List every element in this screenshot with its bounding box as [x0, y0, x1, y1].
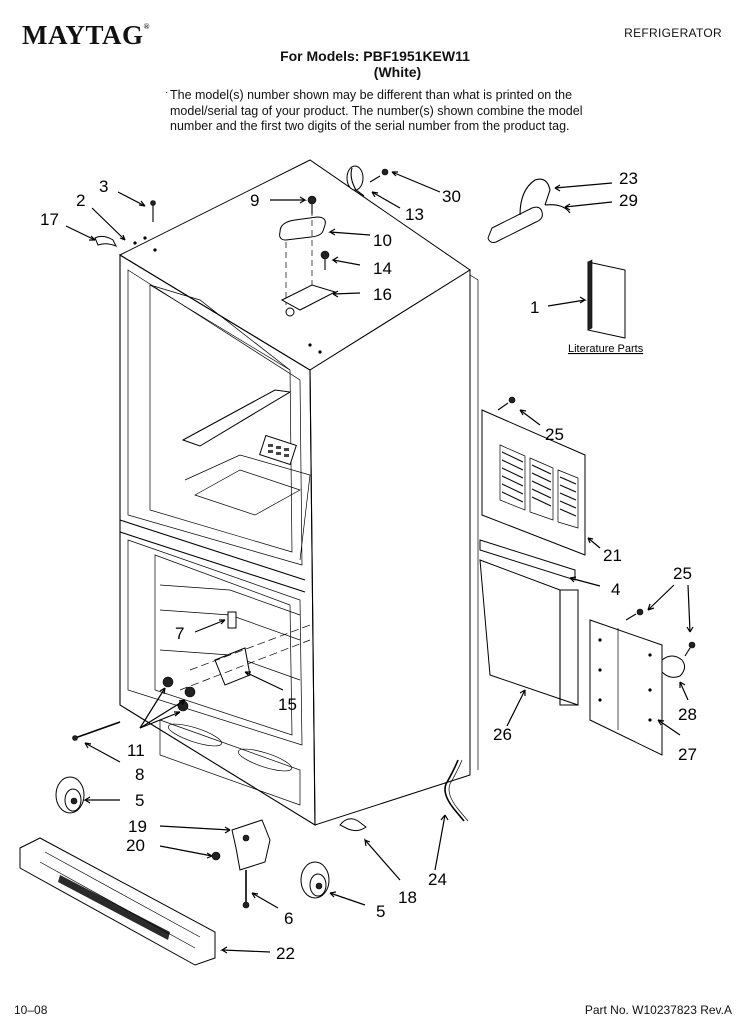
page-title: For Models: PBF1951KEW11 (White) [0, 48, 750, 80]
cabinet-front [119, 254, 316, 826]
callout-4: 4 [611, 580, 620, 599]
note-text: The model(s) number shown may be differe… [170, 88, 583, 133]
tube-clamp [661, 641, 696, 678]
callout-27: 27 [678, 745, 697, 764]
callout-16: 16 [373, 285, 392, 304]
revision-date: 10–08 [14, 1003, 48, 1017]
callout-22: 22 [276, 944, 295, 963]
seal-strip [479, 539, 576, 581]
callout-15: 15 [278, 695, 297, 714]
callout-9: 9 [250, 191, 259, 210]
callout-29: 29 [619, 191, 638, 210]
callout-19: 19 [128, 817, 147, 836]
wire-clamp [339, 818, 367, 832]
base-grille [19, 837, 216, 966]
mounting-plate [589, 608, 663, 756]
trademark-symbol: ® [143, 22, 150, 31]
literature-parts [587, 259, 626, 339]
callout-21: 21 [603, 546, 622, 565]
callout-17: 17 [40, 210, 59, 229]
crisper-rail [181, 389, 292, 447]
callout-30: 30 [442, 187, 461, 206]
callout-20: 20 [126, 836, 145, 855]
long-bolt [74, 721, 121, 739]
callout-5-right: 5 [376, 902, 385, 921]
freezer-parts [179, 611, 311, 691]
part-number: Part No. W10237823 Rev.A [584, 1003, 732, 1017]
brand-name: MAYTAG [22, 20, 144, 50]
hinge-bracket [280, 284, 337, 311]
roller-front-right [300, 861, 330, 899]
callout-10: 10 [373, 231, 392, 250]
callout-18: 18 [398, 888, 417, 907]
callout-25-lower: 25 [673, 564, 692, 583]
callout-3: 3 [99, 177, 108, 196]
callout-26: 26 [493, 725, 512, 744]
callout-25-upper: 25 [545, 425, 564, 444]
callout-11: 11 [127, 741, 145, 760]
callout-labels: 3 2 17 9 10 14 16 13 30 23 29 1 Literatu… [40, 169, 697, 963]
roller-front-left [55, 776, 85, 814]
drain-hose [444, 759, 465, 822]
appliance-category: REFRIGERATOR [624, 26, 722, 40]
top-hinge-parts [94, 165, 389, 317]
callout-6: 6 [284, 909, 293, 928]
model-line: For Models: PBF1951KEW11 [280, 48, 470, 64]
back-panel [479, 559, 579, 706]
callout-28: 28 [678, 705, 697, 724]
callout-7: 7 [175, 624, 184, 643]
cabinet-assembly [118, 159, 479, 826]
literature-parts-label: Literature Parts [568, 343, 644, 355]
note-bullet: · [165, 87, 169, 98]
water-tube-assembly [487, 178, 571, 243]
callout-24: 24 [428, 870, 447, 889]
model-note: · The model(s) number shown may be diffe… [165, 87, 610, 135]
callout-5-left: 5 [135, 791, 144, 810]
callout-14: 14 [373, 259, 392, 278]
callout-8: 8 [135, 765, 144, 784]
leader-lines [65, 171, 694, 954]
rear-access-cover [481, 396, 586, 556]
callout-13: 13 [405, 205, 424, 224]
leveler-bracket [211, 819, 271, 909]
hinge-cover [279, 216, 326, 241]
callout-23: 23 [619, 169, 638, 188]
color-line: (White) [373, 64, 422, 80]
callout-2: 2 [76, 191, 85, 210]
callout-1: 1 [530, 298, 539, 317]
brand-logo: MAYTAG® [22, 20, 150, 51]
